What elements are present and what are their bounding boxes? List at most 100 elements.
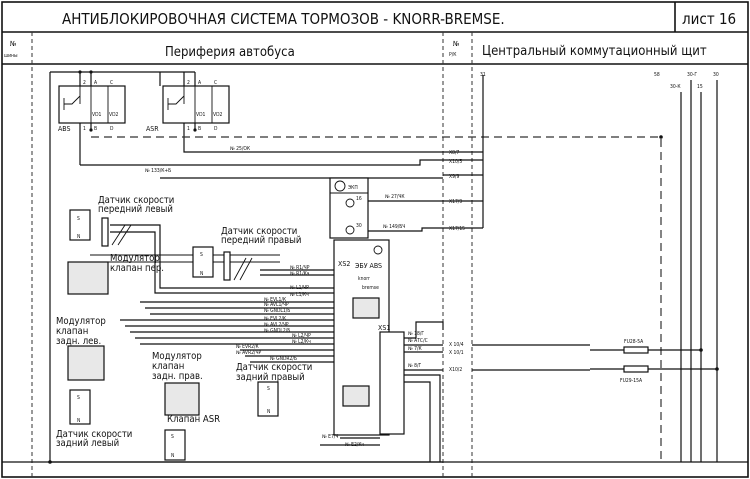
svg-text:№ 8/Г: № 8/Г bbox=[408, 363, 421, 369]
periphery-header: Периферия автобуса bbox=[165, 45, 295, 60]
ekp-module[interactable]: ЭКП 16 30 № 27/ЧК № 149/БЧ bbox=[329, 177, 443, 239]
svg-text:№ 7/К: № 7/К bbox=[408, 346, 422, 352]
svg-text:Модулятор: Модулятор bbox=[56, 316, 106, 327]
svg-text:№ Е2/Кч: № Е2/Кч bbox=[345, 442, 365, 448]
svg-text:Х10/2: Х10/2 bbox=[449, 367, 462, 373]
junction bbox=[659, 135, 663, 139]
svg-text:A: A bbox=[94, 80, 98, 86]
svg-text:№ R1/Кч: № R1/Кч bbox=[290, 271, 310, 277]
xs2-harness: № R1/ЧР № R1/Кч № L1/ЧР № L1/Кч № EVL1/К… bbox=[90, 224, 380, 448]
svg-text:№ L1/Кч: № L1/Кч bbox=[290, 292, 309, 298]
xs2-label: XS2 bbox=[338, 260, 350, 268]
svg-text:Х 10/4: Х 10/4 bbox=[449, 342, 464, 348]
asr-switch[interactable]: ASR 2 A C 1 B D VD1 VD2 bbox=[146, 71, 443, 153]
bus-31-label: 31 bbox=[480, 72, 486, 78]
sensor-fl-label-2: передний левый bbox=[98, 204, 173, 215]
modulator-rear-left[interactable]: Модулятор клапан задн. лев. bbox=[56, 316, 106, 381]
svg-text:S: S bbox=[77, 395, 80, 401]
xs1-wires: № 18/Г № АТС/С № 7/К № 8/Г bbox=[404, 321, 590, 462]
svg-text:VD1: VD1 bbox=[92, 112, 102, 118]
svg-text:C: C bbox=[110, 80, 113, 86]
svg-text:D: D bbox=[214, 126, 218, 132]
abs-switch[interactable]: ABS 2 A C 1 B D VD1 VD2 bbox=[58, 70, 126, 165]
svg-text:S: S bbox=[267, 386, 270, 392]
svg-text:№ L1/ЧР: № L1/ЧР bbox=[290, 285, 309, 291]
svg-text:Датчик скорости: Датчик скорости bbox=[236, 362, 312, 373]
svg-text:№ AVL2/ЧР: № AVL2/ЧР bbox=[264, 322, 289, 328]
ecu-abs[interactable]: XS2 ЭБУ ABS knorr bremse XS1 bbox=[333, 239, 405, 436]
sensor-rear-left[interactable]: S N Датчик скорости задний левый bbox=[56, 389, 132, 449]
svg-text:A: A bbox=[198, 80, 202, 86]
ecu-brand-1: knorr bbox=[358, 276, 370, 282]
svg-text:задний правый: задний правый bbox=[236, 372, 305, 383]
wire-133-label: № 133/К+Б bbox=[145, 168, 171, 174]
svg-text:N: N bbox=[200, 271, 203, 277]
svg-text:№ EVL1/К: № EVL1/К bbox=[264, 297, 287, 303]
svg-text:№ AVR2/ЧР: № AVR2/ЧР bbox=[236, 350, 262, 356]
sensor-fl-label-1: Датчик скорости bbox=[98, 195, 174, 206]
ecu-label: ЭБУ ABS bbox=[355, 262, 382, 270]
svg-text:N: N bbox=[267, 409, 270, 415]
asr-switch-label: ASR bbox=[146, 125, 159, 133]
xs1-label: XS1 bbox=[378, 324, 390, 332]
svg-text:клапан пер.: клапан пер. bbox=[110, 263, 164, 274]
wire-133 bbox=[80, 159, 443, 166]
svg-text:N: N bbox=[77, 234, 80, 240]
svg-text:№ L2/Кч: № L2/Кч bbox=[292, 339, 311, 345]
svg-text:2: 2 bbox=[187, 80, 190, 86]
svg-text:Х8/7: Х8/7 bbox=[449, 150, 459, 156]
rk-no-label: № bbox=[452, 40, 460, 48]
modulator-front[interactable]: Модулятор клапан пер. bbox=[67, 253, 164, 295]
svg-text:№ АТС/С: № АТС/С bbox=[408, 338, 428, 344]
svg-text:№ EVR2/К: № EVR2/К bbox=[236, 344, 260, 350]
svg-text:30: 30 bbox=[356, 223, 362, 229]
svg-text:Модулятор: Модулятор bbox=[110, 253, 160, 264]
svg-text:№ Е7/Ч: № Е7/Ч bbox=[322, 434, 338, 440]
sheet-number: лист 16 bbox=[682, 10, 736, 28]
svg-text:Модулятор: Модулятор bbox=[152, 351, 202, 362]
ecu-brand-2: bremse bbox=[362, 285, 379, 291]
rk-no-label-2: Р/К bbox=[449, 52, 457, 58]
asr-valve[interactable]: S N Клапан ASR bbox=[164, 414, 220, 461]
svg-text:Х17/15: Х17/15 bbox=[449, 226, 465, 232]
sensor-front-left[interactable]: S N Датчик скорости передний левый bbox=[69, 195, 174, 247]
rk-connectors: Х8/7 Х10/5 Х9/9 Х17/9 Х17/15 Х 10/4 Х 10… bbox=[443, 75, 484, 373]
fuse-fu28-label: FU28-5A bbox=[624, 339, 644, 345]
svg-text:30-Г: 30-Г bbox=[687, 72, 697, 78]
modulator-rear-right[interactable]: Модулятор клапан задн. прав. bbox=[152, 351, 203, 416]
svg-text:1: 1 bbox=[83, 126, 86, 132]
svg-text:Х17/9: Х17/9 bbox=[449, 199, 462, 205]
sheet-title: АНТИБЛОКИРОВОЧНАЯ СИСТЕМА ТОРМОЗОВ - KNO… bbox=[62, 10, 505, 28]
svg-text:задний левый: задний левый bbox=[56, 438, 119, 449]
abs-switch-label: ABS bbox=[58, 125, 71, 133]
svg-text:B: B bbox=[198, 126, 201, 132]
svg-text:VD2: VD2 bbox=[109, 112, 119, 118]
svg-text:Х 10/1: Х 10/1 bbox=[449, 350, 464, 356]
svg-text:30-К: 30-К bbox=[670, 84, 681, 90]
ecu-connector-icon bbox=[342, 385, 370, 407]
central-panel-header: Центральный коммутационный щит bbox=[482, 44, 707, 59]
svg-text:C: C bbox=[214, 80, 217, 86]
svg-text:№ EVL2/К: № EVL2/К bbox=[264, 316, 287, 322]
svg-text:№ GNDL2/Б: № GNDL2/Б bbox=[264, 328, 290, 334]
sensor-front-right[interactable]: S N Датчик скорости передний правый bbox=[192, 226, 301, 281]
svg-text:N: N bbox=[77, 418, 80, 424]
svg-text:VD2: VD2 bbox=[213, 112, 223, 118]
svg-text:N: N bbox=[171, 453, 174, 459]
sensor-rear-right[interactable]: S N Датчик скорости задний правый bbox=[236, 362, 312, 417]
svg-text:16: 16 bbox=[356, 196, 362, 202]
ecu-connector-icon bbox=[352, 297, 380, 319]
svg-text:1: 1 bbox=[187, 126, 190, 132]
svg-text:S: S bbox=[77, 216, 80, 222]
wire-149-label: № 149/БЧ bbox=[383, 224, 405, 230]
svg-text:S: S bbox=[200, 252, 203, 258]
svg-text:2: 2 bbox=[83, 80, 86, 86]
fuse-fu29[interactable]: FU29-15A bbox=[590, 365, 719, 384]
wire-27-label: № 27/ЧК bbox=[385, 194, 405, 200]
bus-58-line bbox=[91, 136, 662, 460]
svg-text:Датчик скорости: Датчик скорости bbox=[56, 429, 132, 440]
svg-text:№ AVL1/ЧР: № AVL1/ЧР bbox=[264, 302, 289, 308]
svg-text:Х10/5: Х10/5 bbox=[449, 159, 462, 165]
fuse-fu28[interactable]: FU28-5A bbox=[590, 339, 703, 354]
